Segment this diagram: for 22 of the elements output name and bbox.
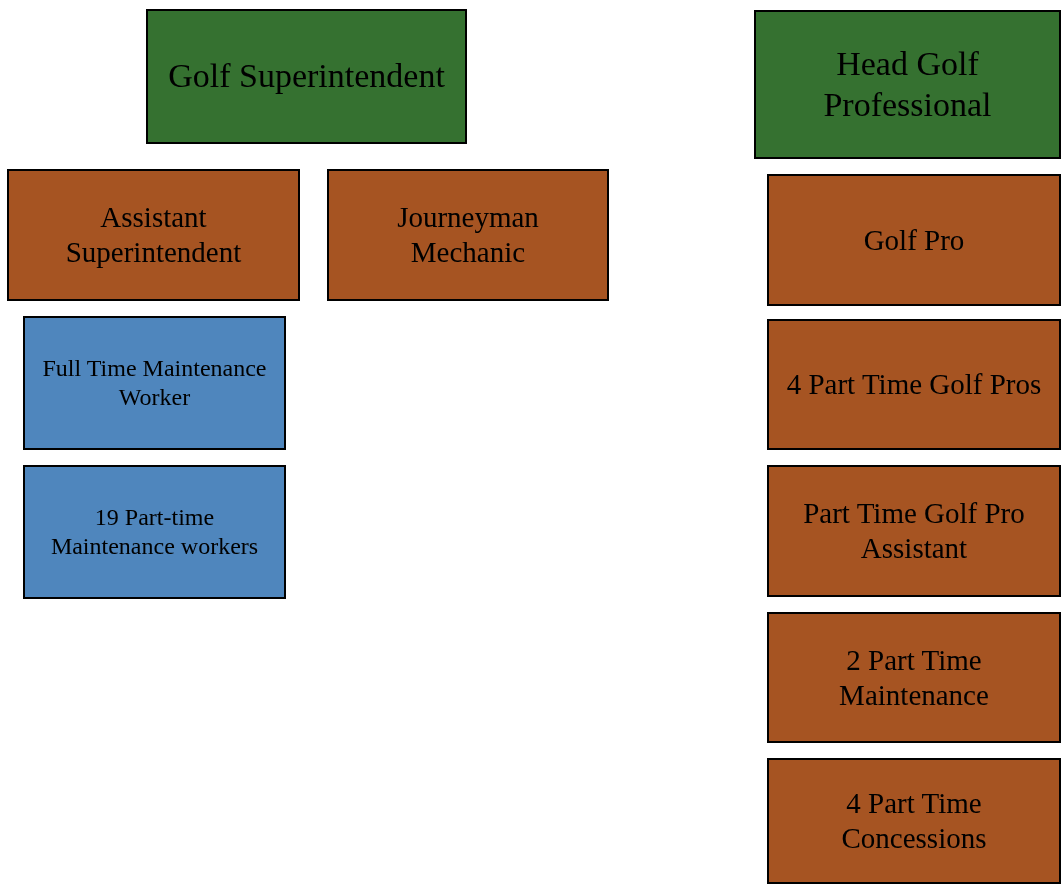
role-box [767, 319, 1061, 450]
role-box [767, 465, 1061, 597]
role-box [23, 316, 286, 450]
role-box [767, 174, 1061, 306]
role-title: Golf Superintendent [168, 56, 445, 97]
role-title: Assistant Superintendent [64, 200, 243, 270]
role-title: Full Time Maintenance Worker [41, 354, 268, 412]
role-box [7, 169, 300, 301]
role-title: 19 Part-time Maintenance workers [49, 503, 260, 561]
role-box [767, 758, 1061, 884]
role-title: Golf Pro [863, 222, 965, 258]
role-title: Journeyman Mechanic [396, 200, 540, 270]
role-title: 4 Part Time Golf Pros [786, 367, 1042, 402]
role-box [327, 169, 609, 301]
role-title: 2 Part Time Maintenance [838, 642, 990, 713]
role-box [146, 9, 467, 144]
role-title: Part Time Golf Pro Assistant [802, 496, 1026, 566]
role-box [23, 465, 286, 599]
role-title: Head Golf Professional [822, 43, 993, 125]
role-box [754, 10, 1061, 159]
role-title: 4 Part Time Concessions [840, 786, 988, 856]
role-box [767, 612, 1061, 743]
